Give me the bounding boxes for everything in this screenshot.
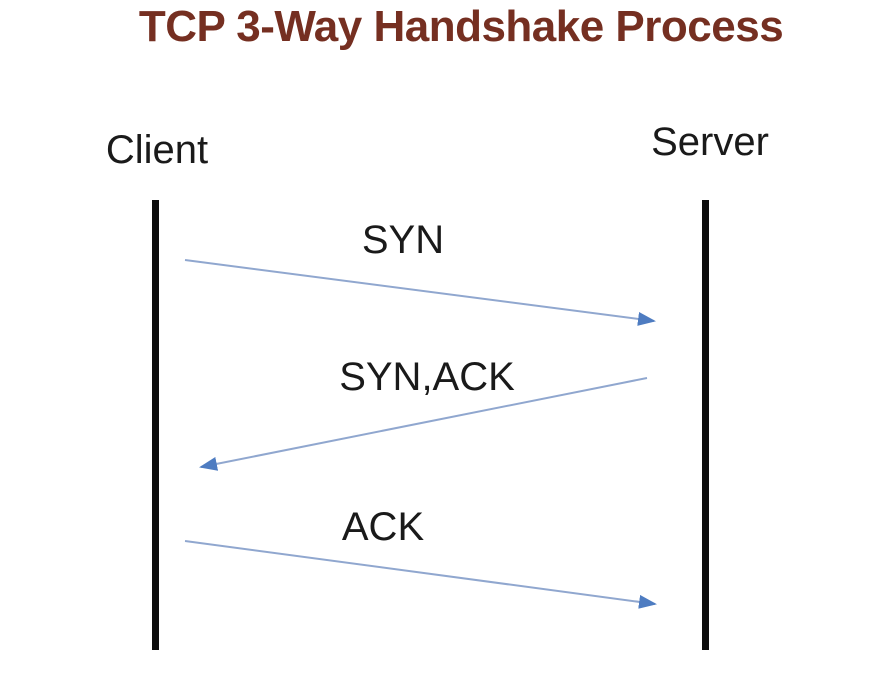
diagram-title: TCP 3-Way Handshake Process bbox=[138, 2, 784, 51]
actor-label-client: Client bbox=[105, 128, 209, 172]
message-label-syn: SYN bbox=[361, 218, 445, 262]
message-label-syn-ack: SYN,ACK bbox=[339, 355, 515, 399]
message-label-ack: ACK bbox=[341, 505, 425, 549]
actor-label-server: Server bbox=[651, 120, 769, 164]
syn-ack-arrow bbox=[199, 377, 648, 471]
ack-arrow bbox=[184, 540, 657, 609]
server-lifeline bbox=[702, 200, 709, 650]
client-lifeline bbox=[152, 200, 159, 650]
syn-arrow bbox=[184, 259, 656, 326]
